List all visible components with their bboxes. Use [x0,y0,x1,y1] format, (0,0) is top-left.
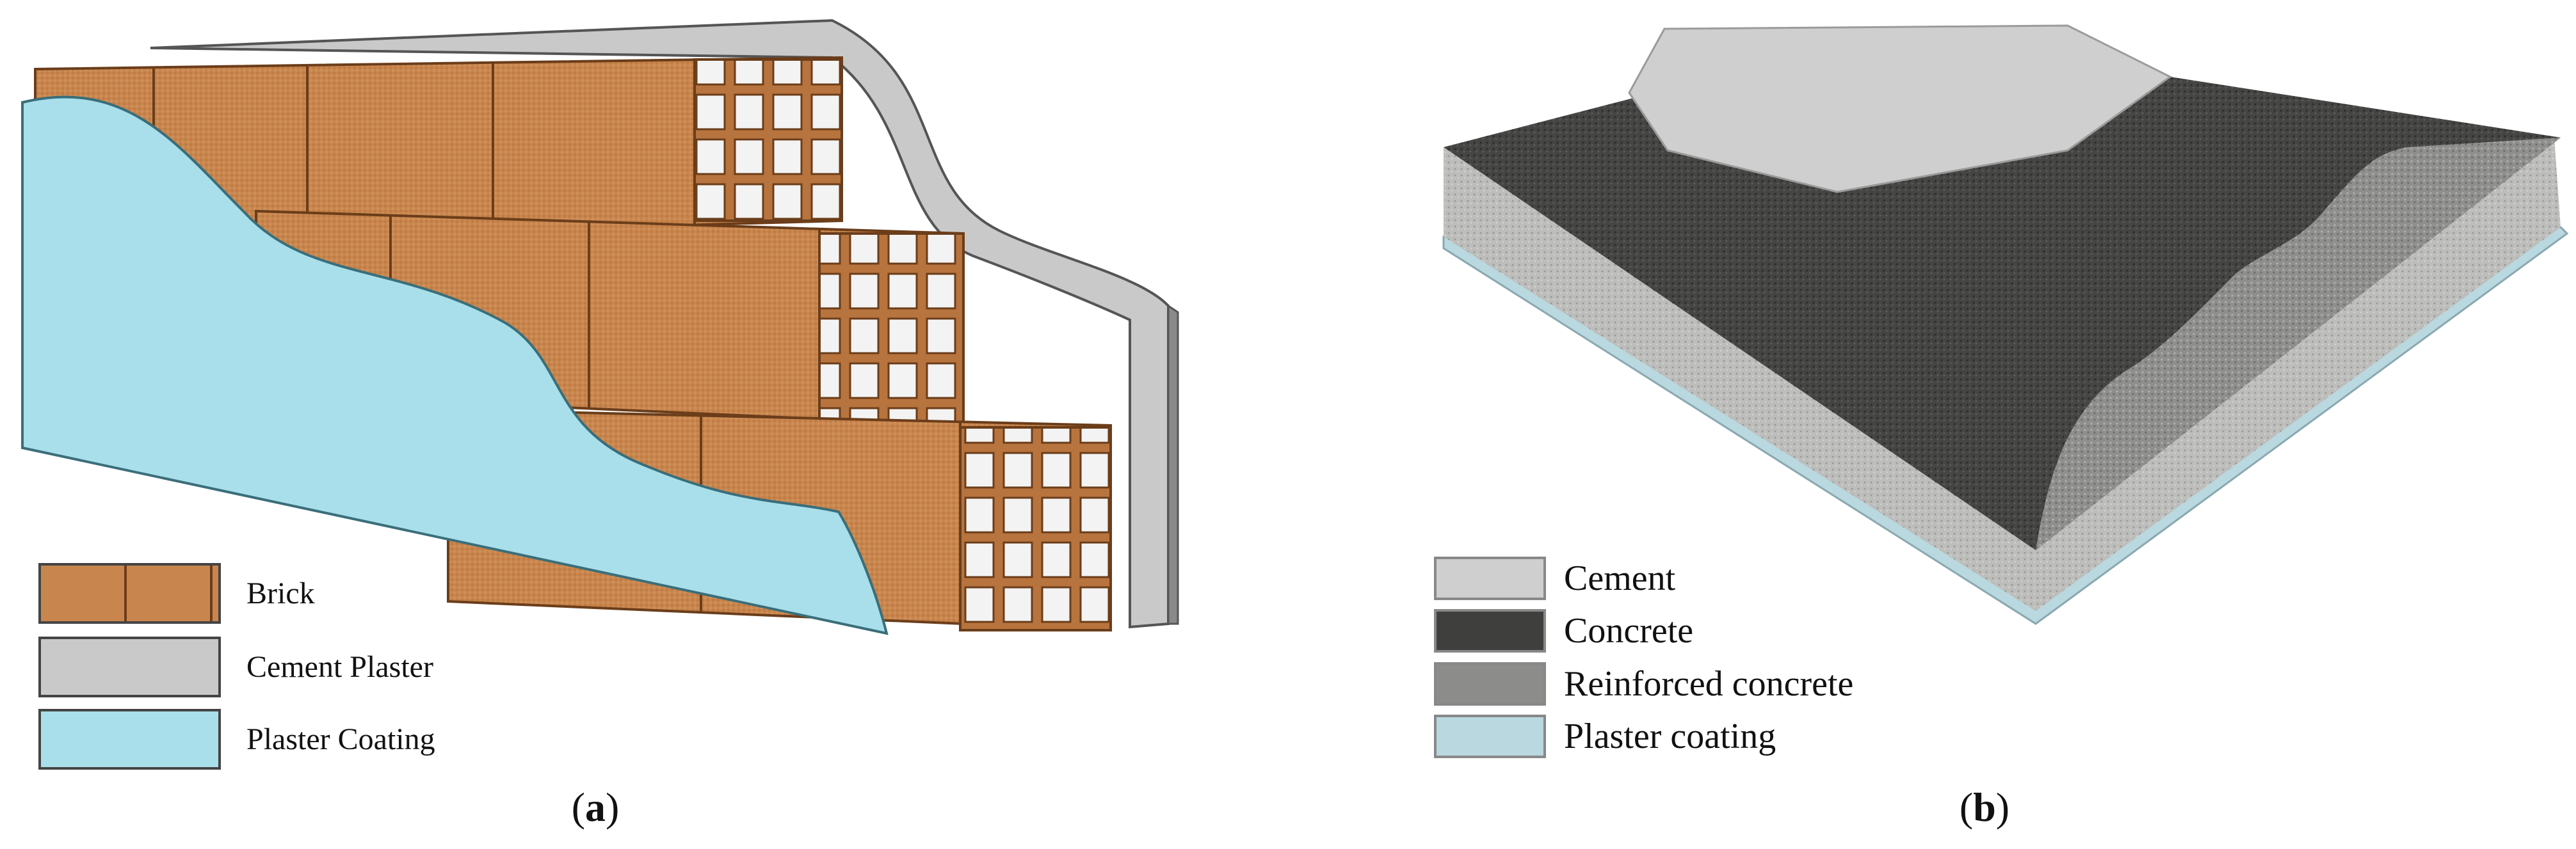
brick-swatch [38,563,221,624]
brick-wall-illustration [21,19,1179,635]
brick-row-top [34,56,843,245]
legend-item-plaster-coating: Plaster Coating [38,709,435,770]
legend-item-plaster-coating-b: Plaster coating [1434,715,1776,758]
cement-swatch [1434,557,1546,600]
plaster-coating-swatch [38,709,221,770]
legend-label-plaster-coating-b: Plaster coating [1564,717,1776,756]
panel-b-slab-section: Cement Concrete Reinforced concrete Plas… [1376,0,2576,849]
legend-label-reinforced-concrete: Reinforced concrete [1564,664,1854,704]
concrete-swatch [1434,609,1546,653]
plaster-coating-b-swatch [1434,715,1546,758]
legend-label-cement-plaster: Cement Plaster [246,650,433,684]
caption-b: (b) [1959,784,2010,830]
slab-left-side [1444,147,2036,611]
concrete-surface [1444,77,2561,550]
reinforced-concrete-swatch [1434,662,1546,706]
legend-item-brick: Brick [38,563,315,624]
caption-a: (a) [571,784,620,830]
legend-label-plaster-coating: Plaster Coating [246,722,435,756]
cement-layer [1628,24,2172,193]
reinforced-concrete-region [2036,138,2561,550]
legend-item-reinforced-concrete: Reinforced concrete [1434,662,1853,706]
plaster-coating-layer [21,95,889,635]
cement-plaster-swatch [38,637,221,697]
cement-plaster-edge [1167,304,1179,625]
legend-label-concrete: Concrete [1564,611,1694,651]
legend-label-cement: Cement [1564,559,1676,598]
legend-item-concrete: Concrete [1434,609,1693,653]
legend-item-cement-plaster: Cement Plaster [38,637,433,697]
slab-illustration [1442,24,2569,625]
slab-right-side [2036,138,2561,611]
legend-label-brick: Brick [246,576,315,610]
panel-a-wall-section: Brick Cement Plaster Plaster Coating (a) [0,0,1280,849]
legend-item-cement: Cement [1434,557,1675,600]
